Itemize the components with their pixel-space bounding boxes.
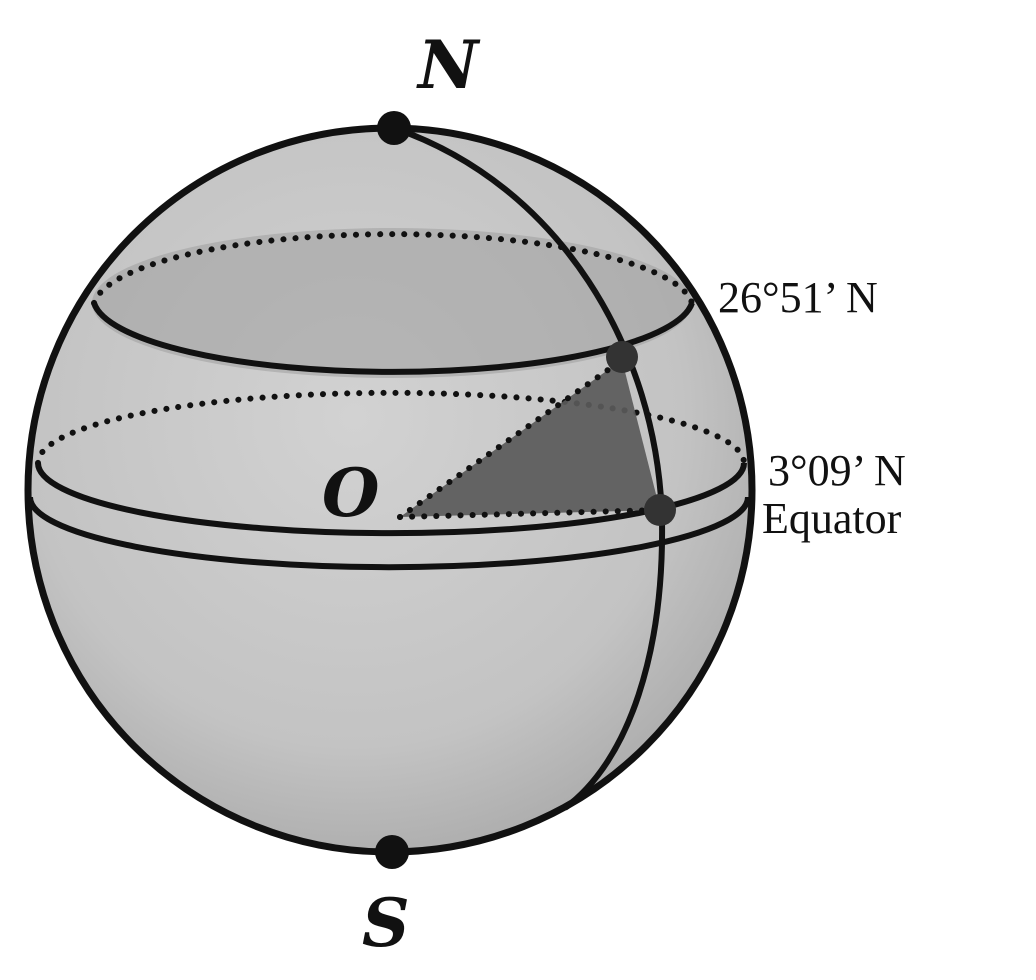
south-label: S [362,884,410,962]
north-label: N [416,26,481,104]
upper-intersection-point [606,341,638,373]
latitude-circle-upper-back [91,231,695,306]
north-pole-point [377,111,411,145]
center-label: O [322,454,380,532]
equator-line [27,496,751,571]
radius-to-lower-point [397,507,663,520]
south-pole-point [375,835,409,869]
equator-label: Equator [762,494,902,543]
latitude-circle-lower-front [35,462,747,537]
shaded-triangle [400,360,660,517]
latitude-circle-upper-front [91,302,695,375]
meridian [393,125,666,811]
radius-to-upper-point [397,357,625,520]
polar-cap-shading [92,228,692,378]
latitude-upper-label: 26°51’ N [718,273,878,322]
latitude-lower-label: 3°09’ N [768,446,906,495]
lower-intersection-point [644,494,676,526]
